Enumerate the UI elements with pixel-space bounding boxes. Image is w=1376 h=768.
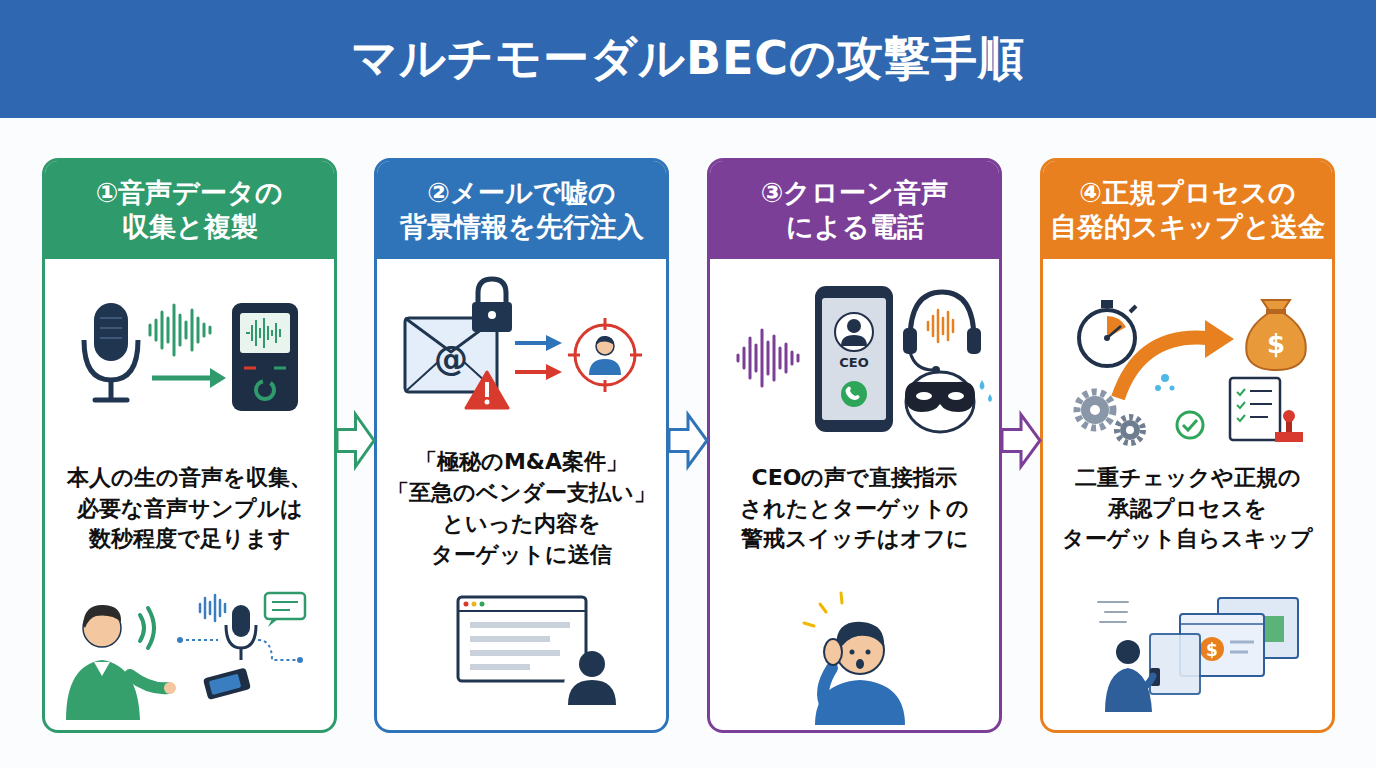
- step-description: CEOの声で直接指示 されたとターゲットの 警戒スイッチはオフに: [716, 439, 993, 579]
- step-arrow: [669, 415, 707, 467]
- diagram-title: マルチモーダルBECの攻撃手順: [351, 28, 1025, 90]
- step-card: ①音声データの 収集と複製本人の生の音声を収集、 必要な音声サンプルは 数秒程度…: [42, 158, 337, 733]
- illustration-label: @: [434, 341, 468, 375]
- step-card: ④正規プロセスの 自発的スキップと送金二重チェックや正規の 承認プロセスを ター…: [1040, 158, 1335, 733]
- step-heading: ④正規プロセスの 自発的スキップと送金: [1043, 161, 1332, 259]
- illustration-label: CEO: [839, 356, 868, 369]
- step-description: 本人の生の音声を収集、 必要な音声サンプルは 数秒程度で足ります: [51, 439, 328, 579]
- step-arrow: [1002, 415, 1040, 467]
- illustration-label: $: [1267, 331, 1285, 357]
- step-card: ②メールで嘘の 背景情報を先行注入「極秘のM&A案件」 「至急のベンダー支払い」…: [374, 158, 669, 733]
- title-band: マルチモーダルBECの攻撃手順: [0, 0, 1376, 118]
- step-heading: ②メールで嘘の 背景情報を先行注入: [377, 161, 666, 259]
- illustration-label: $: [1206, 642, 1218, 659]
- step-description: 「極秘のM&A案件」 「至急のベンダー支払い」 といった内容を ターゲットに送信: [383, 439, 660, 579]
- step-card: ③クローン音声 による電話 CEOの声で直接指示 されたとターゲットの 警戒スイッ…: [707, 158, 1002, 733]
- step-heading: ③クローン音声 による電話: [710, 161, 999, 259]
- step-arrow: [337, 415, 374, 467]
- step-heading: ①音声データの 収集と複製: [45, 161, 334, 259]
- step-description: 二重チェックや正規の 承認プロセスを ターゲット自らスキップ: [1049, 439, 1326, 579]
